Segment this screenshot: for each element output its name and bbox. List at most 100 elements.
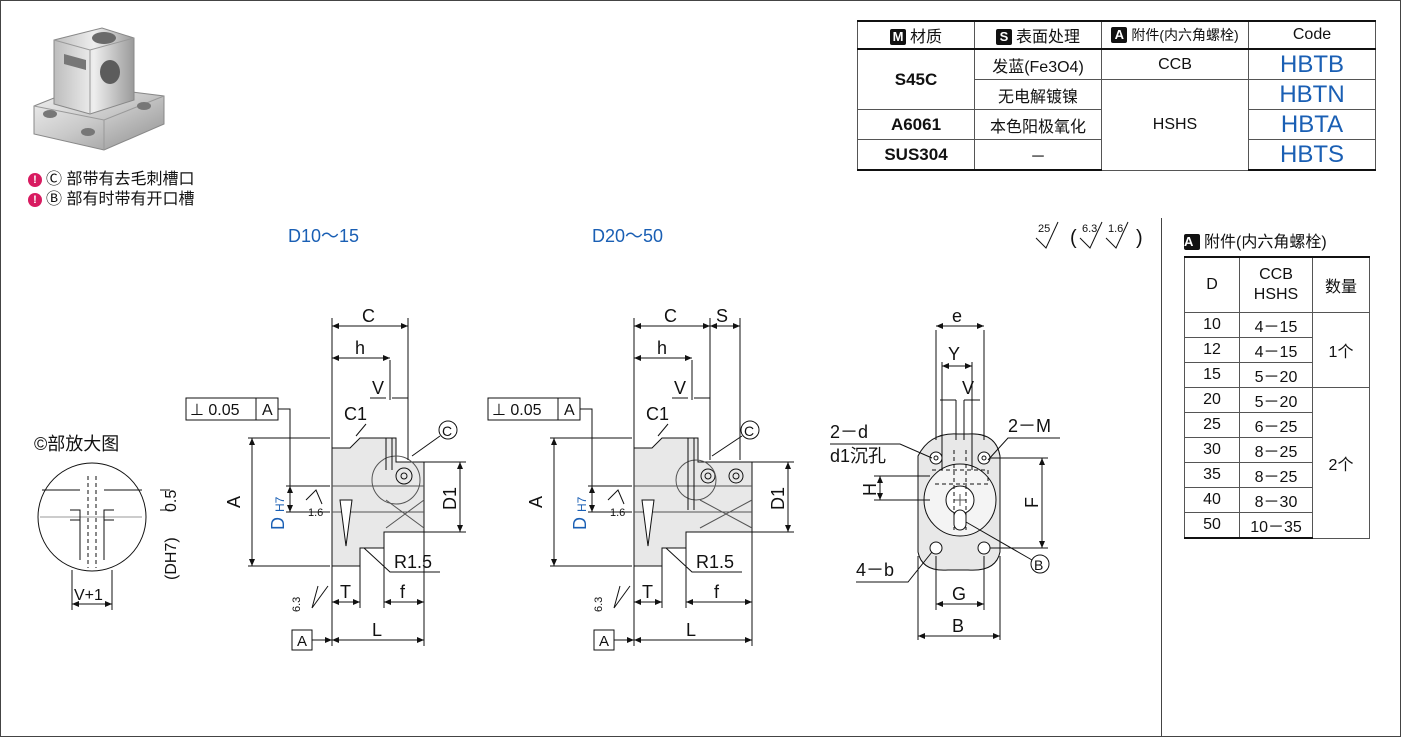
acc-size: 4－15 — [1239, 337, 1313, 363]
acc-size: 8－25 — [1239, 437, 1313, 463]
acc-qty: 1个 — [1312, 312, 1370, 388]
spec-row: SUS304 － HBTS — [857, 139, 1376, 171]
dim-a: A — [526, 496, 546, 508]
acc-d: 10 — [1184, 312, 1240, 338]
material-cell: SUS304 — [857, 139, 975, 171]
dim-f: f — [714, 582, 720, 602]
top-view: e Y V 2－d d1沉孔 2－M H F 4－b B G B — [830, 306, 1060, 640]
header-label: 附件(内六角螺栓) — [1131, 27, 1239, 43]
tag-box-icon: A — [1111, 27, 1128, 43]
dim-b: B — [952, 616, 964, 636]
note-line: ! Ⓑ 部有时带有开口槽 — [28, 190, 194, 210]
dim-2d: 2－d — [830, 422, 868, 442]
dim-d: D — [570, 517, 590, 530]
note-line: ! Ⓒ 部带有去毛刺槽口 — [28, 170, 194, 190]
tag-box-icon: A — [1184, 234, 1200, 250]
detail-dh7-label: (DH7) — [163, 537, 180, 580]
roughness-value: 25 — [1038, 223, 1050, 235]
acc-header-qty: 数量 — [1312, 256, 1370, 313]
acc-header-ccb: CCB — [1259, 266, 1293, 283]
roughness-value: 6.3 — [1082, 223, 1097, 235]
acc-d: 50 — [1184, 512, 1240, 539]
side-view-large: ⊥ 0.05 A C S h V C1 A D H7 1.6 D1 C — [487, 306, 794, 651]
dim-h: h — [355, 338, 365, 358]
roughness-value: 1.6 — [308, 507, 323, 519]
acc-size: 5－20 — [1239, 362, 1313, 388]
dim-f-top: F — [1022, 497, 1042, 508]
dim-r15: R1.5 — [696, 552, 734, 572]
treatment-cell: 本色阳极氧化 — [974, 109, 1102, 140]
acc-size: 6－25 — [1239, 412, 1313, 438]
perpendicularity-label: ⊥ 0.05 — [492, 402, 542, 419]
acc-size: 5－20 — [1239, 387, 1313, 413]
acc-size: 10－35 — [1239, 512, 1313, 539]
spec-row: A6061 本色阳极氧化 HBTA — [857, 109, 1376, 140]
acc-d: 25 — [1184, 412, 1240, 438]
warning-icon: ! — [28, 173, 42, 187]
technical-drawing: D10～15 D20～50 25 ( 6.3 1.6 ) ©部放大图 0.5 (… — [34, 221, 1143, 651]
roughness-value: 1.6 — [610, 507, 625, 519]
dim-d1: D1 — [440, 487, 460, 510]
warning-icon: ! — [28, 193, 42, 207]
code-cell[interactable]: HBTN — [1248, 79, 1376, 110]
notes: ! Ⓒ 部带有去毛刺槽口 ! Ⓑ 部有时带有开口槽 — [28, 170, 194, 210]
code-cell[interactable]: HBTA — [1248, 109, 1376, 140]
dim-d1-counterbore: d1沉孔 — [830, 446, 886, 466]
perpendicularity-label: ⊥ 0.05 — [190, 402, 240, 419]
product-photo — [33, 27, 165, 151]
header-label: 表面处理 — [1015, 29, 1080, 46]
accessory-title-text: 附件(内六角螺栓) — [1204, 234, 1327, 251]
view-title-small: D10～15 — [288, 226, 359, 246]
detail-title: ©部放大图 — [34, 434, 119, 454]
dim-f: f — [400, 582, 406, 602]
roughness-value: 6.3 — [291, 597, 303, 612]
dim-4b: 4－b — [856, 560, 894, 580]
dim-r15: R1.5 — [394, 552, 432, 572]
dim-v: V — [372, 378, 384, 398]
side-view-small: ⊥ 0.05 A C h V C1 A D H7 1.6 D1 C R1. — [185, 306, 466, 651]
acc-size: 8－30 — [1239, 487, 1313, 513]
roughness-value: 1.6 — [1108, 223, 1123, 235]
header-label: 材质 — [909, 29, 942, 46]
dim-h7: H7 — [273, 496, 287, 512]
treatment-cell: － — [974, 139, 1102, 171]
dim-c: C — [362, 306, 375, 326]
datum-box: A — [599, 633, 609, 650]
dim-t: T — [340, 582, 351, 602]
dim-h7: H7 — [575, 496, 589, 512]
detail-view: ©部放大图 0.5 (DH7) V+1 — [34, 434, 180, 610]
dim-a: A — [224, 496, 244, 508]
svg-text:): ) — [1136, 227, 1143, 249]
roughness-symbol: 25 ( 6.3 1.6 ) — [1035, 221, 1143, 249]
tag-box-icon: S — [995, 29, 1012, 45]
note-text: Ⓑ 部有时带有开口槽 — [46, 191, 195, 208]
dim-l: L — [686, 620, 696, 640]
section-divider — [1161, 218, 1162, 737]
roughness-value: 6.3 — [593, 597, 605, 612]
acc-d: 35 — [1184, 462, 1240, 488]
detail-v1-label: V+1 — [74, 587, 103, 604]
dim-c: C — [664, 306, 677, 326]
circle-b-label: B — [1034, 557, 1043, 573]
dim-d1: D1 — [768, 487, 788, 510]
dim-2m: 2－M — [1008, 416, 1051, 436]
dim-h: h — [657, 338, 667, 358]
material-cell: S45C — [857, 48, 975, 110]
code-cell[interactable]: HBTB — [1248, 48, 1376, 80]
circle-c-label: C — [744, 423, 754, 439]
code-cell[interactable]: HBTS — [1248, 139, 1376, 171]
material-cell: A6061 — [857, 109, 975, 140]
acc-qty: 2个 — [1312, 387, 1370, 539]
